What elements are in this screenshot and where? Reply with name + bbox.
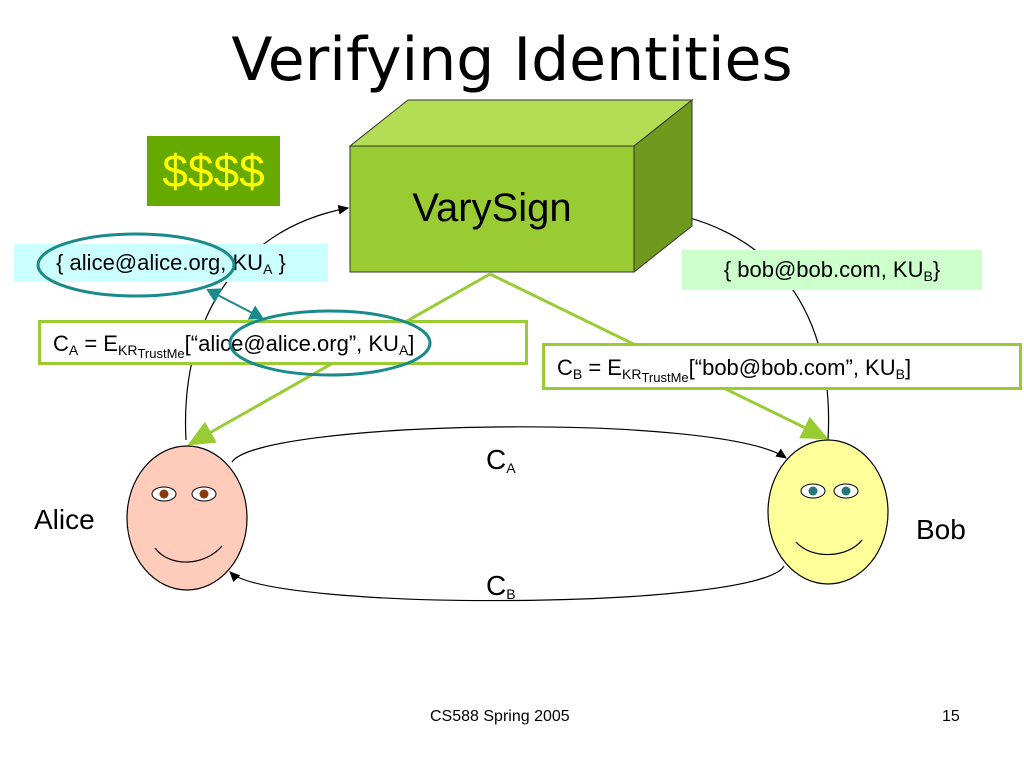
- ca-exchange-sub: A: [506, 460, 516, 476]
- cert-b-eq: = E: [582, 355, 622, 380]
- cert-b-close: ]: [904, 355, 912, 380]
- cb-to-alice-arrow: [229, 565, 785, 602]
- ca-exchange-c: C: [486, 444, 507, 475]
- cert-b-body-sub: B: [895, 366, 905, 382]
- cert-b-e-sub: KRTrustMe: [621, 366, 689, 385]
- bob-face: [767, 439, 889, 585]
- varysign-label: VarySign: [412, 186, 572, 230]
- cert-a-close: ]: [408, 331, 415, 356]
- ca-to-bob-arrow: [231, 426, 787, 463]
- bob-certificate: CB = EKRTrustMe[“bob@bob.com”, KUB]: [542, 343, 1022, 390]
- cert-a-body: [“alice@alice.org”, KU: [184, 331, 399, 356]
- cert-a-c: C: [53, 331, 69, 356]
- cb-exchange-c: C: [486, 570, 507, 601]
- bob-mouth: [795, 539, 863, 556]
- bob-key-binding-sub: B: [923, 268, 933, 284]
- cert-b-c: C: [557, 355, 573, 380]
- cert-a-e-sub-text: KR: [117, 342, 138, 358]
- cb-exchange-label: CB: [486, 570, 516, 602]
- alice-name-label: Alice: [34, 504, 95, 535]
- varysign-box-top: [348, 99, 694, 147]
- bob-name-label: Bob: [916, 514, 966, 545]
- bob-key-binding-close: }: [932, 257, 941, 282]
- varysign-box: [348, 98, 694, 274]
- cert-b-e-sub2: TrustMe: [641, 370, 689, 385]
- cert-a-body-sub: A: [398, 342, 409, 358]
- cert-a-e-sub: KRTrustMe: [117, 342, 185, 361]
- cb-exchange-sub: B: [506, 586, 516, 602]
- footer-page-number: 15: [942, 708, 960, 725]
- alice-key-binding-sub: A: [263, 261, 273, 277]
- cert-b-e-sub-text: KR: [621, 366, 642, 382]
- footer-course: CS588 Spring 2005: [430, 708, 570, 725]
- cert-a-e-sub2: TrustMe: [137, 346, 185, 361]
- cert-b-c-sub: B: [572, 366, 583, 382]
- cert-a-c-sub: A: [68, 342, 79, 358]
- alice-key-binding-close: }: [272, 250, 286, 275]
- bob-key-binding: { bob@bob.com, KUB}: [682, 250, 982, 290]
- money-badge: $$$$: [147, 136, 280, 206]
- varysign-box-front: [349, 145, 635, 273]
- cert-b-body: [“bob@bob.com”, KU: [688, 355, 896, 380]
- alice-key-binding: { alice@alice.org, KUA }: [14, 244, 328, 282]
- alice-certificate: CA = EKRTrustMe[“alice@alice.org”, KUA]: [38, 320, 528, 365]
- bob-key-binding-open: { bob@bob.com, KU: [723, 257, 924, 282]
- slide-title: Verifying Identities: [231, 25, 793, 95]
- alice-face: [126, 445, 248, 591]
- ca-exchange-label: CA: [486, 444, 516, 476]
- alice-key-binding-open: { alice@alice.org, KU: [56, 250, 264, 275]
- cert-a-eq: = E: [78, 331, 118, 356]
- alice-mouth: [154, 545, 223, 563]
